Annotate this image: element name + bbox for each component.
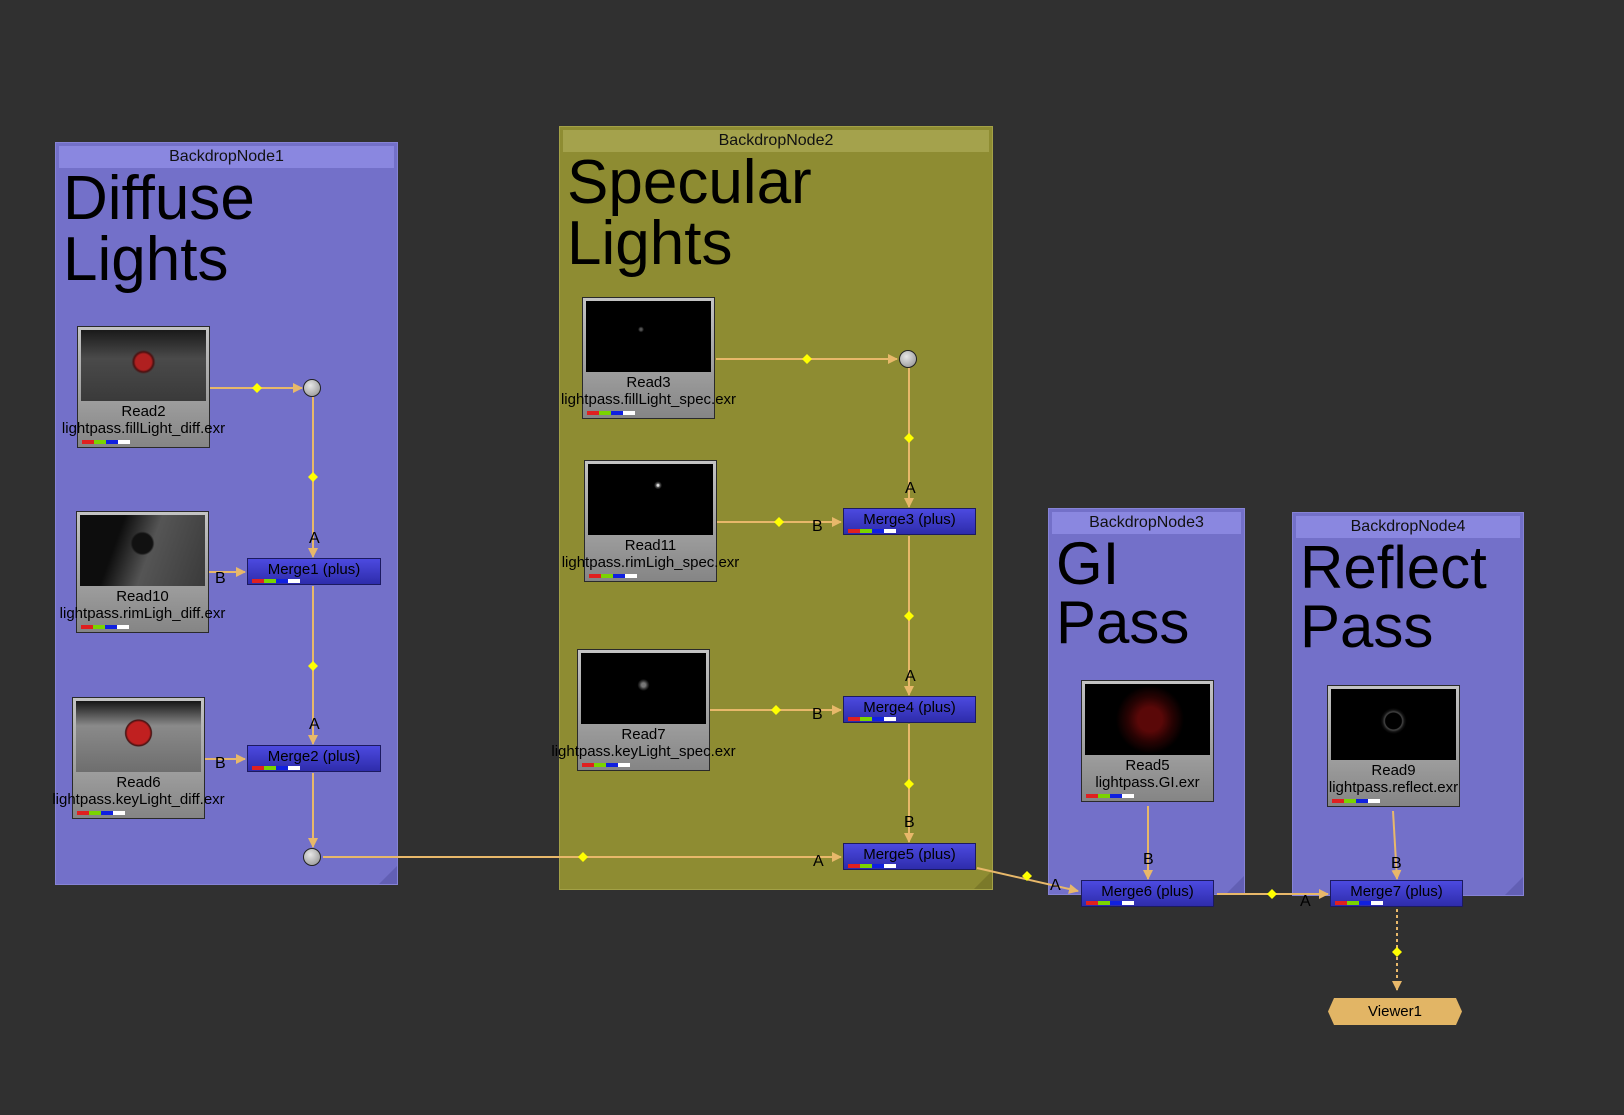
svg-text:A: A: [813, 853, 824, 870]
channel-indicator: [77, 811, 125, 815]
node-name: Read11: [624, 537, 677, 554]
channel-indicator: [252, 766, 300, 770]
svg-text:B: B: [215, 570, 226, 587]
thumbnail-image: [80, 515, 205, 586]
merge-node[interactable]: Merge3 (plus): [843, 508, 976, 535]
node-label: Merge2 (plus): [267, 748, 361, 765]
channel-indicator: [1086, 901, 1134, 905]
thumbnail-image: [76, 701, 201, 772]
node-label: Merge3 (plus): [863, 511, 956, 528]
svg-text:B: B: [812, 518, 823, 535]
svg-text:A: A: [1300, 893, 1311, 910]
channel-indicator: [252, 579, 300, 583]
node-file: lightpass.rimLigh_diff.exr: [59, 605, 226, 622]
svg-text:A: A: [1050, 877, 1061, 894]
node-name: Read2: [121, 403, 166, 420]
backdrop-label: Diffuse Lights: [63, 164, 255, 294]
merge-node[interactable]: Merge4 (plus): [843, 696, 976, 723]
channel-indicator: [589, 574, 637, 578]
backdrop-title: BackdropNode3: [1052, 512, 1241, 534]
channel-indicator: [1086, 794, 1134, 798]
node-label: Merge6 (plus): [1101, 883, 1194, 900]
node-file: lightpass.GI.exr: [1095, 774, 1200, 791]
channel-indicator: [582, 763, 630, 767]
node-file: lightpass.rimLigh_spec.exr: [561, 554, 740, 571]
resize-handle[interactable]: [1226, 876, 1244, 894]
channel-indicator: [848, 864, 896, 868]
dot-node[interactable]: [303, 848, 321, 866]
thumbnail-image: [588, 464, 713, 535]
dot-node[interactable]: [303, 379, 321, 397]
node-file: lightpass.fillLight_spec.exr: [560, 391, 737, 408]
node-name: Read9: [1371, 762, 1416, 779]
svg-text:B: B: [215, 755, 226, 772]
dot-node[interactable]: [899, 350, 917, 368]
svg-text:A: A: [309, 716, 320, 733]
backdrop-label: Reflect Pass: [1300, 534, 1487, 660]
node-label: Merge1 (plus): [267, 561, 361, 578]
backdrop-title: BackdropNode2: [563, 130, 989, 152]
node-name: Read5: [1125, 757, 1170, 774]
svg-text:B: B: [1143, 851, 1154, 868]
node-label: Merge4 (plus): [863, 699, 956, 716]
channel-indicator: [81, 625, 129, 629]
resize-handle[interactable]: [1505, 877, 1523, 895]
channel-indicator: [587, 411, 635, 415]
channel-indicator: [1335, 901, 1383, 905]
svg-text:A: A: [905, 480, 916, 497]
read-node[interactable]: Read5 lightpass.GI.exr: [1081, 680, 1214, 802]
node-file: lightpass.keyLight_spec.exr: [551, 743, 736, 760]
read-node[interactable]: Read9 lightpass.reflect.exr: [1327, 685, 1460, 807]
backdrop-label: Specular Lights: [567, 148, 812, 278]
node-name: Read6: [116, 774, 161, 791]
backdrop-title: BackdropNode1: [59, 146, 394, 168]
resize-handle[interactable]: [974, 871, 992, 889]
read-node[interactable]: Read3 lightpass.fillLight_spec.exr: [561, 297, 736, 419]
merge-node[interactable]: Merge1 (plus): [247, 558, 381, 585]
thumbnail-image: [581, 653, 706, 724]
svg-text:A: A: [309, 530, 320, 547]
channel-indicator: [82, 440, 130, 444]
read-node[interactable]: Read11 lightpass.rimLigh_spec.exr: [562, 460, 739, 582]
read-node[interactable]: Read6 lightpass.keyLight_diff.exr: [52, 697, 225, 819]
read-node[interactable]: Read7 lightpass.keyLight_spec.exr: [551, 649, 736, 771]
node-label: Merge5 (plus): [863, 846, 956, 863]
read-node[interactable]: Read10 lightpass.rimLigh_diff.exr: [60, 511, 225, 633]
node-file: lightpass.fillLight_diff.exr: [61, 420, 226, 437]
svg-text:B: B: [812, 706, 823, 723]
svg-text:A: A: [905, 668, 916, 685]
thumbnail-image: [1085, 684, 1210, 755]
channel-indicator: [1332, 799, 1380, 803]
viewer-node[interactable]: Viewer1: [1328, 998, 1462, 1025]
thumbnail-image: [1331, 689, 1456, 760]
read-node[interactable]: Read2 lightpass.fillLight_diff.exr: [62, 326, 225, 448]
node-name: Read7: [621, 726, 666, 743]
channel-indicator: [848, 529, 896, 533]
backdrop-title: BackdropNode4: [1296, 516, 1520, 538]
svg-text:B: B: [904, 814, 915, 831]
node-file: lightpass.keyLight_diff.exr: [52, 791, 225, 808]
merge-node[interactable]: Merge5 (plus): [843, 843, 976, 870]
backdrop-label: GI Pass: [1056, 530, 1190, 656]
node-file: lightpass.reflect.exr: [1328, 779, 1459, 796]
svg-text:B: B: [1391, 855, 1402, 872]
merge-node[interactable]: Merge2 (plus): [247, 745, 381, 772]
merge-node[interactable]: Merge7 (plus): [1330, 880, 1463, 907]
node-label: Merge7 (plus): [1350, 883, 1443, 900]
merge-node[interactable]: Merge6 (plus): [1081, 880, 1214, 907]
node-name: Read3: [626, 374, 671, 391]
channel-indicator: [848, 717, 896, 721]
resize-handle[interactable]: [379, 866, 397, 884]
node-name: Read10: [116, 588, 169, 605]
thumbnail-image: [81, 330, 206, 401]
thumbnail-image: [586, 301, 711, 372]
